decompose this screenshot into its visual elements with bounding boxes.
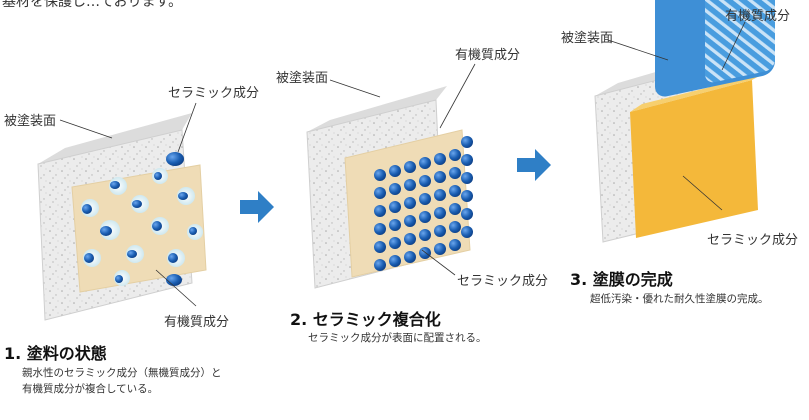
leader-substrate-2 (329, 79, 381, 98)
organic-layer-top-3 (630, 74, 763, 112)
leader-substrate-3 (607, 39, 669, 61)
panel-2-organic-label: 有機質成分 (455, 48, 521, 63)
leader-organic-2 (439, 63, 476, 129)
panel-2-title: 2. セラミック複合化 (290, 310, 441, 329)
leader-ceramic-1 (177, 102, 197, 153)
substrate-top-2 (307, 86, 447, 132)
panel-1-desc-line2: 有機質成分が複合している。 (22, 383, 159, 395)
panel-1-desc-line1: 親水性のセラミック成分（無機質成分）と (22, 367, 222, 379)
leader-organic-3 (721, 21, 746, 71)
panel-3-organic-label: 有機質成分 (725, 9, 791, 24)
leader-substrate-1 (59, 119, 113, 139)
arrow-1 (240, 191, 274, 223)
ceramic-particles-1 (81, 152, 203, 286)
ceramic-layer-shine-3 (705, 0, 775, 83)
panel-3-title: 3. 塗膜の完成 (570, 270, 673, 289)
leader-ceramic-3 (682, 175, 723, 211)
panel-3-substrate-label: 被塗装面 (561, 31, 614, 46)
panel-2-ceramic-label: セラミック成分 (457, 274, 549, 289)
panel-1-organic-label: 有機質成分 (164, 315, 230, 330)
panel-2-compositing (306, 63, 476, 289)
panel-2-substrate-label: 被塗装面 (276, 71, 329, 86)
header-fragment: 基材を保護し…ております。 (2, 0, 183, 10)
panel-3-desc: 超低汚染・優れた耐久性塗膜の完成。 (590, 293, 769, 305)
organic-block-1 (71, 164, 207, 293)
leader-ceramic-2 (421, 249, 456, 276)
panel-1-state (37, 102, 207, 321)
panel-1-ceramic-label: セラミック成分 (168, 86, 260, 101)
panel-1-title: 1. 塗料の状態 (4, 344, 107, 363)
panel-3-complete (594, 0, 775, 243)
leader-organic-1 (155, 269, 197, 307)
substrate-top-1 (38, 113, 192, 164)
panel-2-desc: セラミック成分が表面に配置される。 (308, 332, 487, 344)
panel-1-substrate-label: 被塗装面 (4, 114, 57, 129)
arrow-2 (517, 149, 551, 181)
panel-3-ceramic-label: セラミック成分 (707, 233, 799, 248)
organic-layer-3 (630, 80, 758, 238)
